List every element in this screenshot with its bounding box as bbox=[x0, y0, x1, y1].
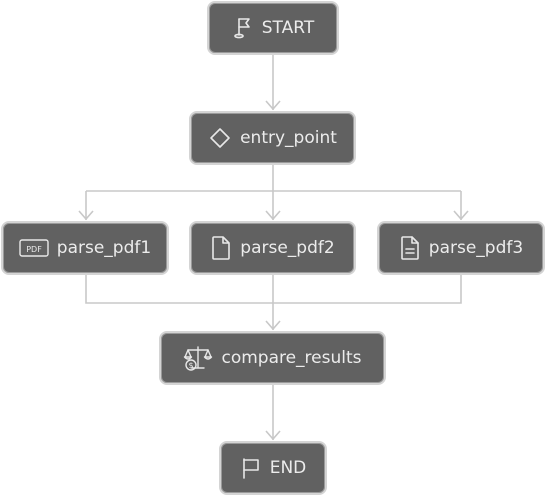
edge-entry-branch bbox=[85, 165, 462, 220]
arrow-to-parse3 bbox=[453, 210, 469, 221]
start-node[interactable]: START bbox=[207, 1, 339, 55]
arrow-to-compare bbox=[265, 320, 281, 331]
diamond-icon bbox=[208, 126, 232, 150]
parse-pdf3-label: parse_pdf3 bbox=[428, 238, 524, 258]
entry-point-label: entry_point bbox=[240, 128, 337, 148]
entry-point-node[interactable]: entry_point bbox=[189, 111, 356, 165]
file-icon bbox=[210, 235, 232, 261]
scale-dollar-icon: $ bbox=[183, 344, 213, 372]
arrow-to-parse2 bbox=[265, 210, 281, 221]
svg-text:PDF: PDF bbox=[26, 245, 42, 254]
parse-pdf2-label: parse_pdf2 bbox=[240, 238, 335, 258]
arrow-to-end bbox=[265, 430, 281, 441]
compare-results-node[interactable]: $ compare_results bbox=[159, 331, 386, 385]
svg-text:$: $ bbox=[189, 361, 194, 370]
end-label: END bbox=[269, 458, 307, 478]
end-node[interactable]: END bbox=[219, 441, 327, 495]
edge-parse-merge bbox=[85, 275, 462, 330]
arrow-to-entry bbox=[265, 100, 281, 111]
file-text-icon bbox=[399, 235, 421, 261]
compare-results-label: compare_results bbox=[221, 348, 362, 368]
parse-pdf1-label: parse_pdf1 bbox=[56, 238, 152, 258]
parse-pdf3-node[interactable]: parse_pdf3 bbox=[377, 221, 545, 275]
arrow-to-parse1 bbox=[78, 210, 94, 221]
pdf-icon: PDF bbox=[19, 238, 49, 258]
flag-base-icon bbox=[232, 16, 254, 40]
parse-pdf1-node[interactable]: PDF parse_pdf1 bbox=[1, 221, 169, 275]
parse-pdf2-node[interactable]: parse_pdf2 bbox=[189, 221, 356, 275]
flag-icon bbox=[240, 456, 262, 480]
start-label: START bbox=[261, 18, 315, 38]
